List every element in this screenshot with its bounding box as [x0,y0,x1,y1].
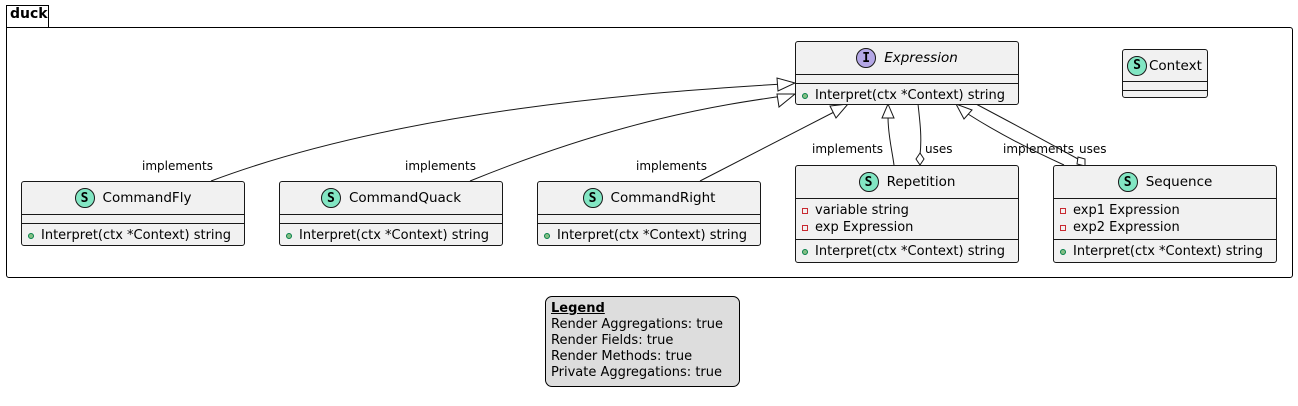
class-header: I Expression [796,42,1018,74]
field: exp2 Expression [1073,220,1180,235]
methods-section: Interpret(ctx *Context) string [1054,240,1276,263]
class-name: CommandFly [102,190,192,206]
method: Interpret(ctx *Context) string [1073,244,1264,259]
class-name: Expression [884,50,958,66]
class-context[interactable]: S Context [1122,49,1208,98]
package-name: duck [10,6,48,22]
fields-section: exp1 Expression exp2 Expression [1054,199,1276,239]
edge-sequence-uses [975,103,1079,160]
edge-commandquack-arrowhead [776,93,797,108]
struct-icon: S [1127,55,1147,76]
method: Interpret(ctx *Context) string [41,228,232,243]
methods-section: Interpret(ctx *Context) string [22,224,244,247]
class-name: CommandQuack [348,190,462,206]
edge-repetition-arrowhead [881,102,895,119]
public-visibility-icon [802,92,808,99]
class-expression[interactable]: I Expression Interpret(ctx *Context) str… [795,41,1019,105]
legend-line: Private Aggregations: true [551,365,722,380]
public-visibility-icon [28,232,34,239]
field: exp1 Expression [1073,203,1180,218]
edge-label-sequence-implements: implements [1003,142,1074,156]
struct-icon: S [582,188,603,208]
class-header: S CommandFly [22,182,244,214]
class-header: S CommandQuack [280,182,502,214]
edge-sequence-arrowhead [954,103,973,120]
public-visibility-icon [544,232,550,239]
class-commandquack[interactable]: S CommandQuack Interpret(ctx *Context) s… [279,181,503,246]
public-visibility-icon [1060,248,1066,255]
edge-commandright-arrowhead [829,103,850,119]
edge-label-commandfly: implements [142,159,213,173]
class-header: S Context [1123,50,1207,81]
class-header: S Repetition [796,166,1018,198]
edge-repetition-uses [917,103,922,156]
fields-section: variable string exp Expression [796,199,1018,239]
edge-commandquack-implements [469,95,784,182]
edge-label-commandquack: implements [405,159,476,173]
class-sequence[interactable]: S Sequence exp1 Expression exp2 Expressi… [1053,165,1277,263]
field: exp Expression [815,220,914,235]
public-visibility-icon [802,248,808,255]
legend-line: Render Aggregations: true [551,317,723,332]
legend: Legend Render Aggregations: true Render … [545,296,740,387]
legend-line: Render Fields: true [551,333,674,348]
package-tab [6,5,49,27]
methods-section: Interpret(ctx *Context) string [280,224,502,247]
edge-sequence-diamond [1076,156,1086,167]
struct-icon: S [320,188,341,208]
edge-commandfly-arrowhead [776,77,797,92]
edge-commandfly-implements [210,83,784,182]
class-name: CommandRight [610,190,716,206]
method: Interpret(ctx *Context) string [299,228,490,243]
class-header: S CommandRight [538,182,760,214]
legend-line: Render Methods: true [551,349,693,364]
class-name: Repetition [886,174,956,190]
edge-repetition-diamond [915,152,925,166]
methods-section: Interpret(ctx *Context) string [538,224,760,247]
field: variable string [815,203,909,218]
methods-section: Interpret(ctx *Context) string [796,84,1018,107]
struct-icon: S [74,188,95,208]
class-name: Sequence [1145,174,1213,190]
edge-sequence-implements [967,113,1065,166]
class-commandright[interactable]: S CommandRight Interpret(ctx *Context) s… [537,181,761,246]
legend-title: Legend [551,301,605,316]
private-visibility-icon [1060,207,1066,214]
class-header: S Sequence [1054,166,1276,198]
class-repetition[interactable]: S Repetition variable string exp Express… [795,165,1019,263]
public-visibility-icon [286,232,292,239]
method: Interpret(ctx *Context) string [815,88,1006,103]
private-visibility-icon [802,207,808,214]
interface-icon: I [856,48,877,68]
class-name: Context [1149,57,1202,74]
edge-label-repetition-uses: uses [925,142,953,156]
edge-commandright-implements [699,110,837,182]
method: Interpret(ctx *Context) string [815,244,1006,259]
struct-icon: S [858,172,879,192]
edge-repetition-implements [887,116,895,166]
private-visibility-icon [1060,224,1066,231]
class-commandfly[interactable]: S CommandFly Interpret(ctx *Context) str… [21,181,245,246]
struct-icon: S [1117,172,1138,192]
private-visibility-icon [802,224,808,231]
method: Interpret(ctx *Context) string [557,228,748,243]
edge-label-sequence-uses: uses [1079,142,1107,156]
methods-section: Interpret(ctx *Context) string [796,240,1018,263]
edge-label-commandright: implements [636,159,707,173]
package-frame [6,27,1293,278]
edge-label-repetition-implements: implements [812,142,883,156]
